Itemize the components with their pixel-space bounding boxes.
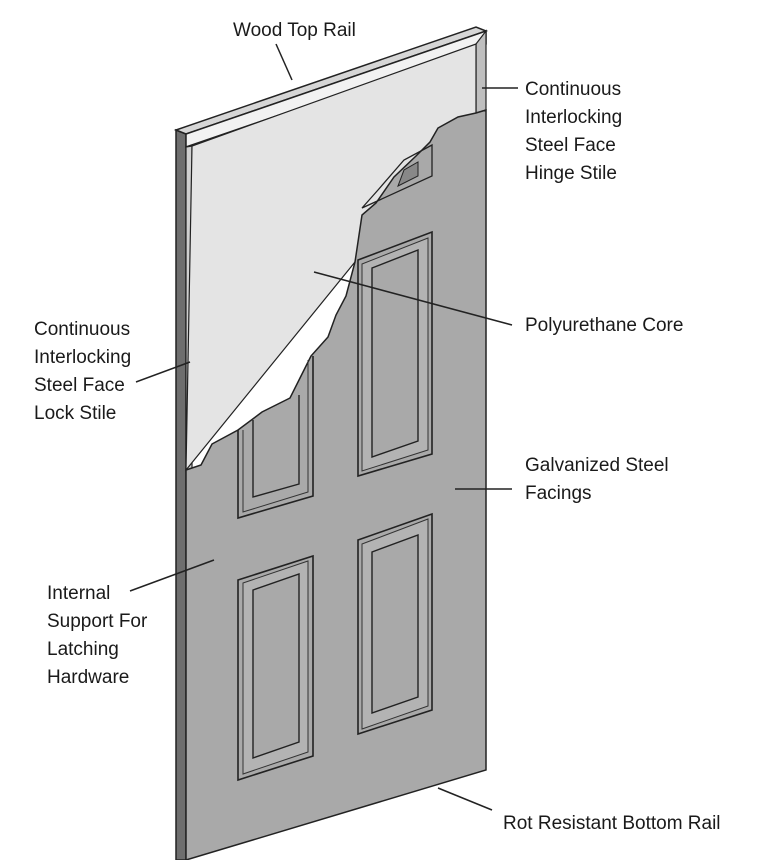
label-galvanized-facings-line-1: Galvanized Steel [525, 455, 669, 476]
hinge-stile-strip [475, 29, 487, 114]
leader-internal-support [129, 559, 215, 592]
label-galvanized-facings-line-2: Facings [525, 483, 592, 504]
lower-right-panel [357, 512, 433, 736]
label-lock-stile-line-4: Lock Stile [34, 403, 117, 424]
middle-right-panel [357, 230, 433, 478]
label-hinge-stile-line-3: Steel Face [525, 135, 616, 156]
label-galvanized-facings: Galvanized Steel Facings [525, 452, 669, 508]
label-lock-stile: Continuous Interlocking Steel Face Lock … [34, 316, 131, 428]
label-wood-top-rail: Wood Top Rail [233, 17, 356, 45]
leader-bottom-rail [437, 787, 493, 811]
label-hinge-stile: Continuous Interlocking Steel Face Hinge… [525, 76, 622, 188]
label-hinge-stile-line-2: Interlocking [525, 107, 623, 128]
label-internal-support-line-2: Support For [47, 611, 148, 632]
label-lock-stile-line-1: Continuous [34, 319, 131, 340]
label-internal-support: Internal Support For Latching Hardware [47, 580, 147, 692]
upper-left-panel [237, 356, 314, 520]
label-lock-stile-line-2: Interlocking [34, 347, 132, 368]
leader-polyurethane-core [313, 271, 513, 326]
upper-right-panel-fragment [361, 143, 433, 209]
lower-left-panel [237, 554, 314, 782]
label-lock-stile-line-3: Steel Face [34, 375, 125, 396]
upper-right-panel-inner [397, 161, 419, 188]
label-polyurethane-core-text: Polyurethane Core [525, 315, 684, 336]
label-polyurethane-core: Polyurethane Core [525, 312, 683, 340]
leader-lock-stile [135, 361, 191, 383]
label-internal-support-line-1: Internal [47, 583, 111, 604]
label-bottom-rail-text: Rot Resistant Bottom Rail [503, 813, 721, 834]
lock-stile-edge [175, 128, 187, 860]
label-internal-support-line-3: Latching [47, 639, 119, 660]
label-internal-support-line-4: Hardware [47, 667, 130, 688]
label-wood-top-rail-text: Wood Top Rail [233, 20, 356, 41]
label-bottom-rail: Rot Resistant Bottom Rail [503, 810, 721, 838]
leader-wood-top-rail [275, 43, 293, 81]
label-hinge-stile-line-1: Continuous [525, 79, 622, 100]
label-hinge-stile-line-4: Hinge Stile [525, 163, 617, 184]
